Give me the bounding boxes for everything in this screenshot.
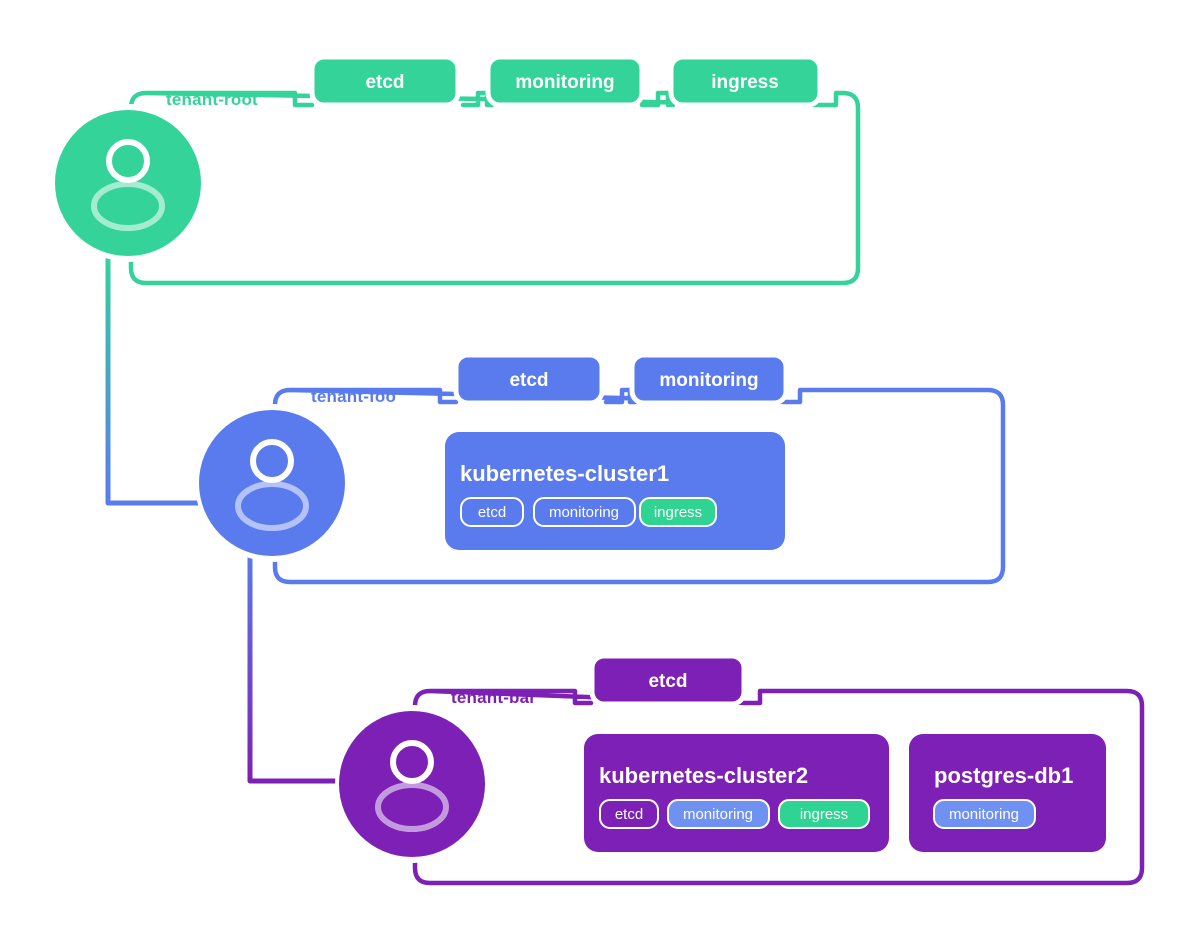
chip-shape: [460, 497, 524, 527]
badge-label: monitoring: [659, 370, 758, 391]
chip-monitoring[interactable]: monitoring: [667, 799, 770, 829]
tenant-foo-badge-monitoring[interactable]: monitoring: [629, 352, 789, 406]
card-title: postgres-db1: [934, 763, 1073, 788]
badge-label: ingress: [711, 72, 779, 93]
user-avatar-icon-head: [106, 139, 150, 183]
chip-monitoring[interactable]: monitoring: [533, 497, 636, 527]
badge-label: etcd: [509, 370, 548, 391]
tenant-foo-label: tenant-foo: [311, 387, 396, 406]
tenant-bar-badge-etcd[interactable]: etcd: [589, 653, 747, 707]
tenant-root-container: [128, 90, 861, 286]
chip-etcd[interactable]: etcd: [460, 497, 524, 527]
chip-label: etcd: [478, 504, 506, 521]
badge-shape: [485, 54, 645, 108]
tenant-bar-container: [412, 688, 1145, 886]
chip-monitoring[interactable]: monitoring: [933, 799, 1036, 829]
chip-shape: [778, 799, 870, 829]
chip-shape: [533, 497, 636, 527]
card-title: kubernetes-cluster1: [460, 461, 669, 486]
chip-label: ingress: [800, 806, 848, 823]
chip-label: monitoring: [549, 504, 619, 521]
badge-label: etcd: [648, 671, 687, 692]
chip-ingress[interactable]: ingress: [639, 497, 717, 527]
chip-shape: [933, 799, 1036, 829]
badge-shape: [589, 653, 747, 707]
card-background: [445, 432, 785, 550]
user-avatar-icon-head: [390, 740, 434, 784]
tenant-root-group[interactable]: tenant-root etcd monitoring ingress: [51, 54, 861, 286]
badge-label: etcd: [365, 72, 404, 93]
user-avatar-icon-body: [91, 181, 165, 231]
tenant-bar-label: tenant-bar: [451, 688, 536, 707]
badge-shape: [309, 54, 461, 108]
tenant-root-badge-ingress[interactable]: ingress: [668, 54, 823, 108]
chip-etcd[interactable]: etcd: [599, 799, 659, 829]
badge-shape: [629, 352, 789, 406]
tenant-foo-container: [272, 387, 1006, 585]
resource-card-postgres-db1[interactable]: postgres-db1 monitoring: [909, 734, 1106, 852]
badge-shape: [453, 352, 605, 406]
tenant-root-label: tenant-root: [166, 90, 258, 109]
tenant-foo-group[interactable]: tenant-foo etcd monitoring kubernetes-cl…: [195, 352, 1006, 585]
tenant-root-badge-monitoring[interactable]: monitoring: [485, 54, 645, 108]
card-background: [909, 734, 1106, 852]
chip-label: ingress: [654, 504, 702, 521]
card-title: kubernetes-cluster2: [599, 763, 808, 788]
tenant-bar-group[interactable]: tenant-bar etcd kubernetes-cluster2 etcd…: [335, 653, 1145, 886]
chip-shape: [599, 799, 659, 829]
connector-foo-to-bar: [247, 547, 353, 784]
chip-label: etcd: [615, 806, 643, 823]
chip-ingress[interactable]: ingress: [778, 799, 870, 829]
chip-shape: [667, 799, 770, 829]
resource-card-kubernetes-cluster1[interactable]: kubernetes-cluster1 etcd monitoring ingr…: [445, 432, 785, 550]
user-avatar-icon-body: [235, 481, 309, 531]
tenant-foo-badge-etcd[interactable]: etcd: [453, 352, 605, 406]
connector-root-to-foo: [105, 247, 228, 506]
badge-shape: [668, 54, 823, 108]
user-avatar-icon-body: [375, 782, 449, 832]
chip-label: monitoring: [683, 806, 753, 823]
user-avatar-icon-head: [250, 439, 294, 483]
card-background: [584, 734, 889, 852]
chip-label: monitoring: [949, 806, 1019, 823]
chip-shape: [639, 497, 717, 527]
badge-label: monitoring: [515, 72, 614, 93]
tenant-root-badge-etcd[interactable]: etcd: [309, 54, 461, 108]
resource-card-kubernetes-cluster2[interactable]: kubernetes-cluster2 etcd monitoring ingr…: [584, 734, 889, 852]
